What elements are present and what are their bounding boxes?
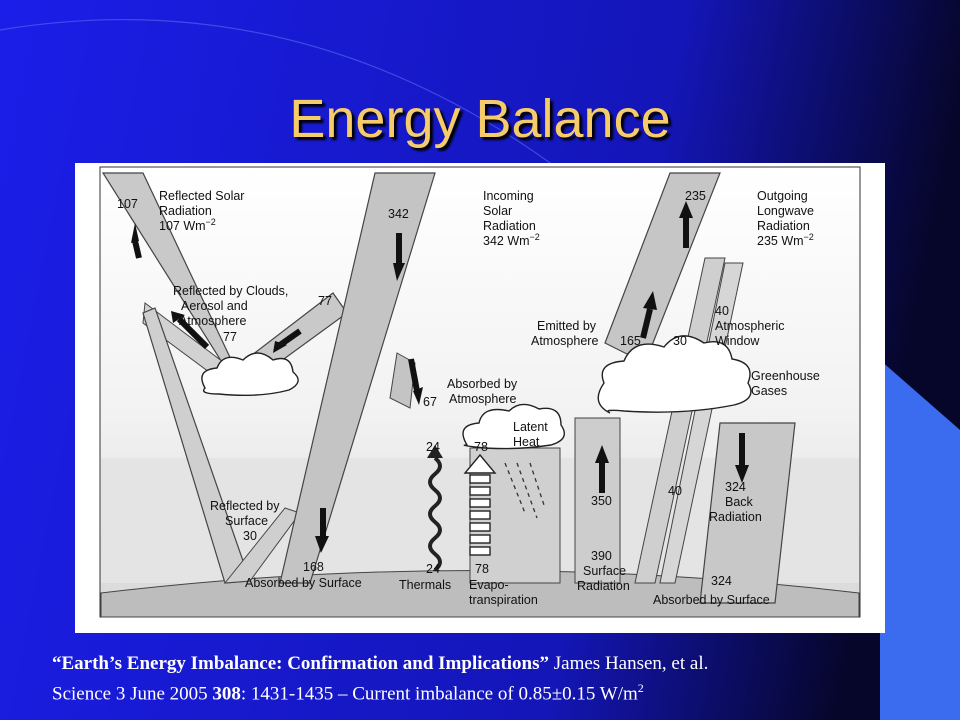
reflected-surface-label-1: Reflected by	[210, 499, 280, 513]
caption-volume: 308	[212, 683, 241, 705]
reflected-clouds-value-bottom: 77	[223, 330, 237, 344]
atmospheric-window-label-2: Window	[715, 334, 760, 348]
back-radiation-label-2: Radiation	[709, 510, 762, 524]
back-radiation-value: 324	[725, 480, 746, 494]
slide-title: Energy Balance	[289, 89, 671, 149]
evapo-label-2: transpiration	[469, 593, 538, 607]
outgoing-longwave-label-1: Outgoing	[757, 189, 808, 203]
corner-accent	[880, 360, 960, 720]
latent-heat-value-top: 78	[474, 440, 488, 454]
reflected-clouds-label-1: Reflected by Clouds,	[173, 284, 288, 298]
caption-authors: James Hansen, et al.	[549, 653, 709, 674]
absorbed-atmosphere-label-1: Absorbed by	[447, 377, 518, 391]
absorbed-surface-value: 168	[303, 560, 324, 574]
incoming-solar-label-3: Radiation	[483, 219, 536, 233]
incoming-solar-value: 342	[388, 207, 409, 221]
window-lower-value: 40	[668, 484, 682, 498]
reflected-clouds-label-2: Aerosol and	[181, 299, 248, 313]
cloud-right	[597, 335, 752, 414]
window-30-value: 30	[673, 334, 687, 348]
greenhouse-label-1: Greenhouse	[751, 369, 820, 383]
atmospheric-window-value: 40	[715, 304, 729, 318]
incoming-solar-label-2: Solar	[483, 204, 512, 218]
emitted-atmosphere-value: 165	[620, 334, 641, 348]
back-radiation-label-1: Back	[725, 495, 754, 509]
absorbed-surface-right-value: 324	[711, 574, 732, 588]
cloud-center	[462, 403, 565, 450]
thermals-value: 24	[426, 440, 440, 454]
diagram-labels: 107 Reflected Solar Radiation 107 Wm−2 3…	[117, 189, 820, 607]
caption-line-1: “Earth’s Energy Imbalance: Confirmation …	[52, 651, 932, 676]
caption-journal: Science 3 June 2005	[52, 683, 213, 705]
cloud-left	[201, 352, 299, 397]
caption-line-2: Science 3 June 2005 308: 1431-1435 – Cur…	[52, 676, 932, 706]
reflected-surface-value: 30	[243, 529, 257, 543]
surface-radiation-label-1: Surface	[583, 564, 626, 578]
reflected-solar-label-1: Reflected Solar	[159, 189, 244, 203]
outgoing-longwave-label-2: Longwave	[757, 204, 814, 218]
caption-paper-title: “Earth’s Energy Imbalance: Confirmation …	[52, 653, 550, 674]
latent-heat-label-1: Latent	[513, 420, 548, 434]
evapo-value: 78	[475, 562, 489, 576]
emitted-atmosphere-label-2: Atmosphere	[531, 334, 598, 348]
outgoing-longwave-value: 235	[685, 189, 706, 203]
latent-heat-label-2: Heat	[513, 435, 540, 449]
citation-caption: “Earth’s Energy Imbalance: Confirmation …	[52, 651, 932, 706]
thermals-label: Thermals	[399, 578, 451, 592]
reflected-surface-label-2: Surface	[225, 514, 268, 528]
surface-radiation-label-2: Radiation	[577, 579, 630, 593]
thermals-value-bottom: 24	[426, 562, 440, 576]
reflected-clouds-label-3: Atmosphere	[179, 314, 246, 328]
thermals-arrow	[428, 456, 442, 572]
caption-unit-exp: 2	[637, 681, 644, 695]
evapo-label-1: Evapo-	[469, 578, 509, 592]
absorbed-atmosphere-label-2: Atmosphere	[449, 392, 516, 406]
atmospheric-window-label-1: Atmospheric	[715, 319, 784, 333]
reflected-solar-label-3: 107 Wm−2	[159, 217, 216, 233]
surface-radiation-value: 390	[591, 549, 612, 563]
caption-pages-imbalance: : 1431-1435 – Current imbalance of 0.85±…	[240, 683, 638, 705]
incoming-solar-label-4: 342 Wm−2	[483, 232, 540, 248]
absorbed-atmosphere-value: 67	[423, 395, 437, 409]
absorbed-surface-label: Absorbed by Surface	[245, 576, 362, 590]
greenhouse-label-2: Gases	[751, 384, 787, 398]
energy-balance-diagram: 107 Reflected Solar Radiation 107 Wm−2 3…	[75, 163, 885, 633]
back-radiation-band	[699, 422, 796, 604]
outgoing-longwave-label-4: 235 Wm−2	[757, 232, 814, 248]
outgoing-longwave-label-3: Radiation	[757, 219, 810, 233]
reflected-solar-value: 107	[117, 197, 138, 211]
evapotranspiration-arrow	[463, 453, 497, 556]
reflected-solar-label-2: Radiation	[159, 204, 212, 218]
incoming-solar-label-1: Incoming	[483, 189, 534, 203]
reflected-clouds-value: 77	[318, 294, 332, 308]
emitted-atmosphere-label-1: Emitted by	[537, 319, 597, 333]
surface-radiation-up-value: 350	[591, 494, 612, 508]
rain-streaks	[504, 462, 546, 519]
flow-arrows	[131, 201, 749, 553]
absorbed-surface-right-label: Absorbed by Surface	[653, 593, 770, 607]
